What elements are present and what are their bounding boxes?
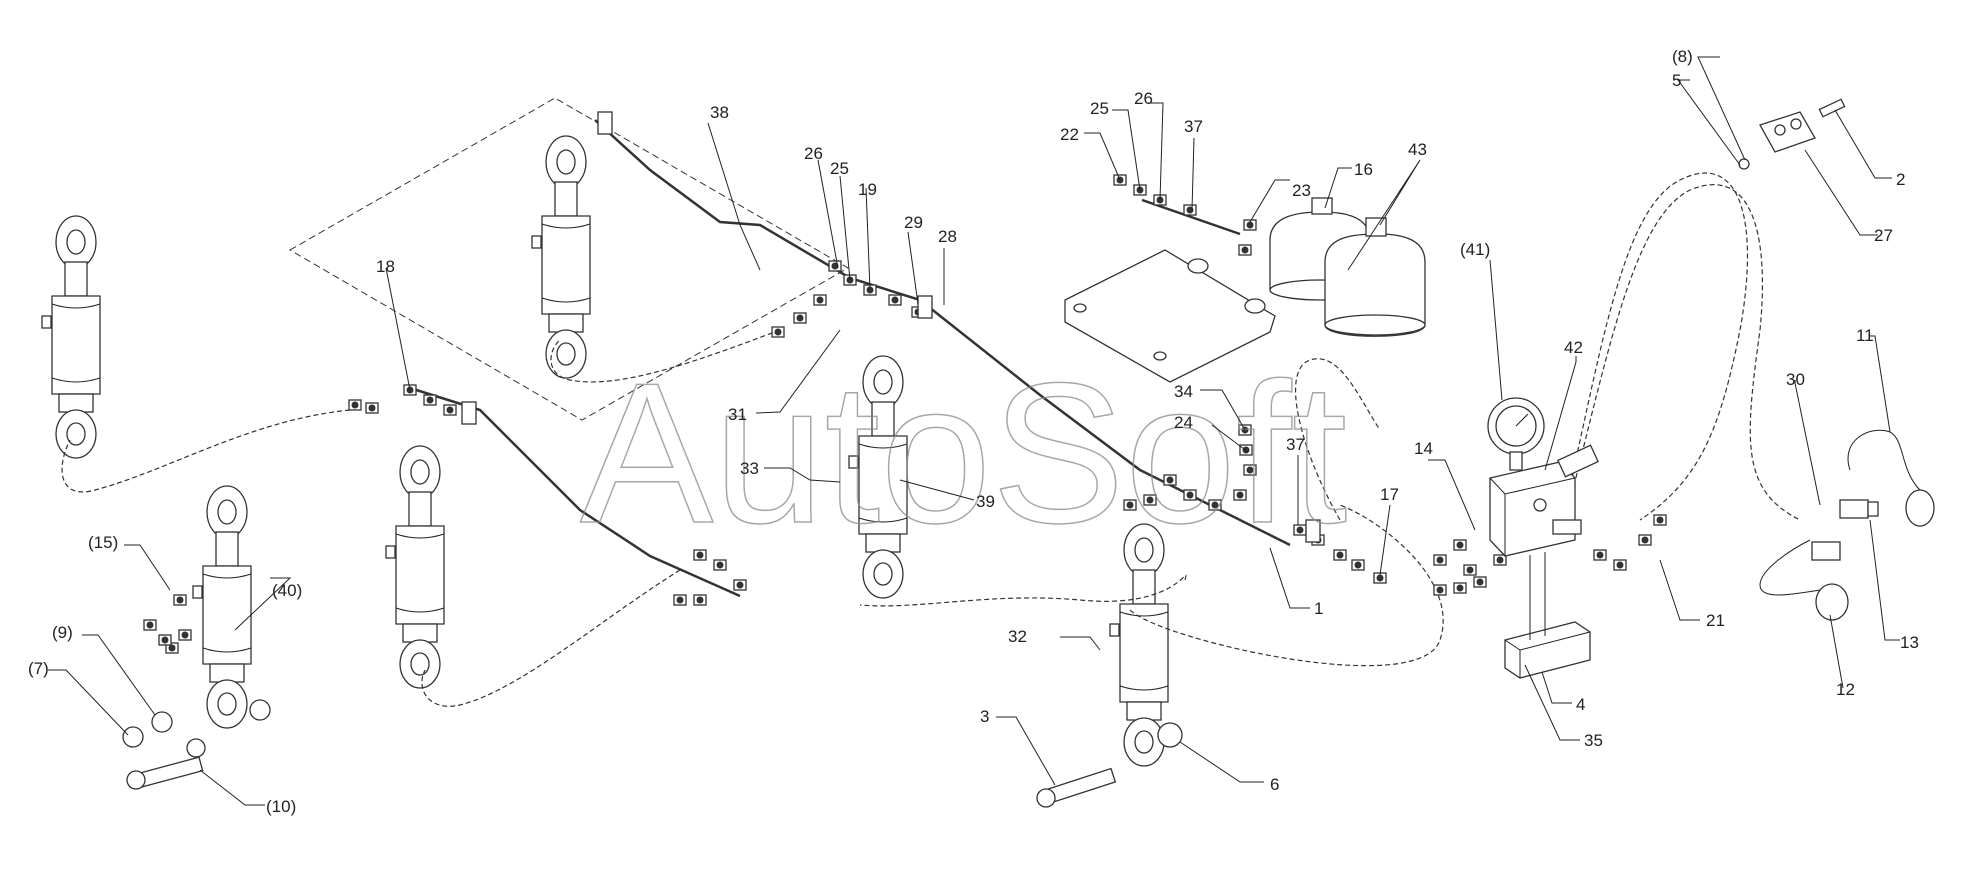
valve-block [1489,444,1599,557]
pressure-gauge [1487,397,1545,471]
callout-3: 3 [980,707,989,726]
callout-25: 25 [830,159,849,178]
callout-19: 19 [858,180,877,199]
callout-38: 38 [710,103,729,122]
callout-18: 18 [376,257,395,276]
hose-clamp-block-27 [1738,98,1846,170]
callout-26b: 26 [1134,89,1153,108]
hydraulic-cylinder-40 [192,485,252,729]
callout-21: 21 [1706,611,1725,630]
callout-13: 13 [1900,633,1919,652]
callout-15: (15) [88,533,118,552]
hose-lower [1129,504,1444,667]
callout-23: 23 [1292,181,1311,200]
hydraulic-cylinder-left [41,215,101,459]
callout-24: 24 [1174,413,1193,432]
callout-11: 11 [1856,326,1874,345]
callout-2: 2 [1896,170,1905,189]
bolts-and-nuts [122,699,1183,808]
callout-30: 30 [1786,370,1805,389]
callout-7: (7) [28,659,49,678]
hose-bottom [859,574,1187,607]
mounting-bracket-35 [1504,552,1591,679]
callout-35: 35 [1584,731,1603,750]
callout-25b: 25 [1090,99,1109,118]
callout-1: 1 [1314,599,1323,618]
callout-8: (8) [1672,47,1693,66]
callout-29: 29 [904,213,923,232]
callout-40: (40) [272,581,302,600]
callout-10: (10) [266,797,296,816]
hydraulic-cylinder-middle-left [385,445,445,689]
callout-37b: 37 [1286,435,1305,454]
callout-4: 4 [1576,695,1585,714]
callout-42: 42 [1564,338,1583,357]
hose-return [1559,172,1801,541]
callout-9: (9) [52,623,73,642]
callout-5: 5 [1672,71,1681,90]
callout-22: 22 [1060,125,1079,144]
callout-27: 27 [1874,226,1893,245]
hose-upper [550,329,781,383]
pipe-top [1141,198,1241,236]
callout-43: 43 [1408,140,1427,159]
callout-16: 16 [1354,160,1373,179]
callout-26: 26 [804,144,823,163]
quick-coupling-13 [1811,499,1879,561]
callout-6: 6 [1270,775,1279,794]
callout-14: 14 [1414,439,1433,458]
hose-center [1295,358,1381,521]
callout-28: 28 [938,227,957,246]
callout-17: 17 [1380,485,1399,504]
callout-32: 32 [1008,627,1027,646]
callout-labels: 38 26 25 19 29 28 18 31 33 39 (15) (40) … [28,47,1919,816]
callout-33: 33 [740,459,759,478]
callout-12: 12 [1836,680,1855,699]
pipe-clamps [461,111,1321,543]
bracket-plate [1064,249,1276,383]
callout-41: (41) [1460,240,1490,259]
leader-lines [48,56,1900,806]
hose-middle [421,569,681,707]
accumulator-43 [1324,217,1426,337]
callout-34: 34 [1174,382,1193,401]
callout-37: 37 [1184,117,1203,136]
hose-left [61,409,351,493]
dust-cap-12 [1759,539,1849,621]
pipe-lower [409,386,741,598]
callout-31: 31 [728,405,747,424]
callout-39: 39 [976,492,995,511]
watermark-text: AutoSoft [580,342,1347,565]
mounting-frame-outline [289,97,850,421]
